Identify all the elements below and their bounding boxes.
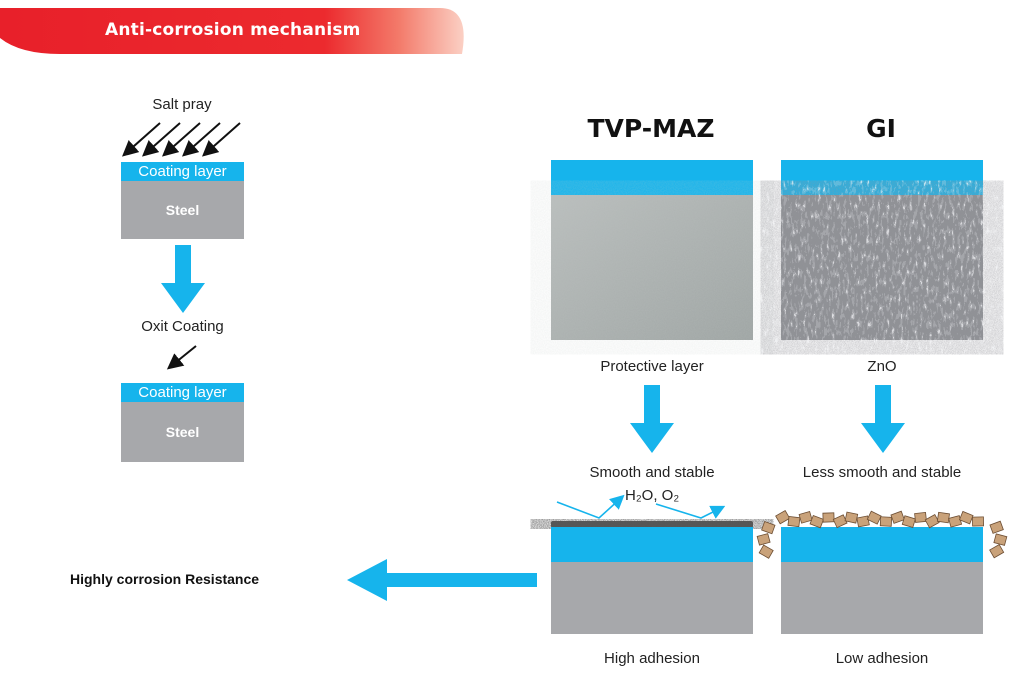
- salt-spray-arrows: [122, 122, 241, 157]
- oxide-flake: [879, 516, 893, 527]
- tvp-state-label: Smooth and stable: [589, 464, 715, 481]
- gi-title: GI: [866, 114, 896, 143]
- oxide-flake: [993, 533, 1008, 546]
- tvp-result-coating: [551, 527, 753, 562]
- oxide-flake: [890, 510, 905, 524]
- coating-layer-bottom: Coating layer: [121, 383, 244, 402]
- gi-state-label: Less smooth and stable: [802, 464, 962, 481]
- oxide-flake: [989, 520, 1004, 534]
- oxide-flake: [901, 515, 916, 529]
- oxide-flake: [958, 510, 974, 525]
- oxide-flake: [787, 515, 801, 528]
- left-arrow-icon: [347, 559, 537, 601]
- gi-down-arrow-icon: [861, 385, 905, 453]
- tvp-adhesion-label: High adhesion: [604, 650, 700, 667]
- tvp-down-arrow-icon: [630, 385, 674, 453]
- oxide-flake: [989, 543, 1005, 559]
- tvp-layer-label: Protective layer: [600, 358, 704, 375]
- gi-result-coating: [781, 527, 983, 562]
- oxide-flake: [914, 511, 927, 523]
- result-label: Highly corrosion Resistance: [70, 571, 260, 587]
- gi-layer-label: ZnO: [867, 358, 897, 375]
- header-banner: [0, 8, 464, 54]
- tvp-maz-title: TVP-MAZ: [587, 114, 715, 143]
- gi-result-steel: [781, 562, 983, 634]
- steel-layer-top: Steel: [121, 181, 244, 239]
- oxide-flake: [775, 509, 791, 525]
- oxide-flake: [972, 516, 984, 527]
- page-title: Anti-corrosion mechanism: [105, 20, 361, 40]
- oxide-flake: [809, 514, 825, 529]
- tvp-surface-texture: [551, 195, 753, 340]
- tvp-result-steel: [551, 562, 753, 634]
- tvp-coating-band: [551, 160, 753, 195]
- single-arrow-icon: [166, 345, 197, 370]
- salt-spray-label: Salt pray: [152, 96, 212, 113]
- h2o-o2-label: H₂O, O₂: [625, 487, 680, 504]
- oxide-flake: [822, 512, 835, 523]
- gi-oxide-flakes: [756, 509, 1008, 559]
- oxide-flake: [761, 521, 776, 535]
- oxide-flake: [948, 515, 963, 528]
- rebound-arrows-icon: [556, 494, 726, 519]
- oxide-flake: [856, 515, 870, 528]
- oxide-flake: [758, 544, 774, 559]
- oxide-flake: [866, 510, 882, 525]
- down-arrow-icon: [161, 245, 205, 313]
- oxide-flake: [756, 533, 771, 546]
- gi-surface-texture: [781, 195, 983, 340]
- gi-coating-band: [781, 160, 983, 195]
- oxide-coating-label: Oxit Coating: [141, 318, 224, 335]
- oxide-flake: [798, 511, 813, 524]
- oxide-flake: [844, 511, 859, 524]
- steel-layer-bottom: Steel: [121, 402, 244, 462]
- oxide-flake: [924, 514, 940, 529]
- tvp-particle-film: [551, 520, 753, 528]
- oxide-flake: [936, 511, 950, 524]
- gi-adhesion-label: Low adhesion: [835, 650, 929, 667]
- coating-layer-top: Coating layer: [121, 162, 244, 181]
